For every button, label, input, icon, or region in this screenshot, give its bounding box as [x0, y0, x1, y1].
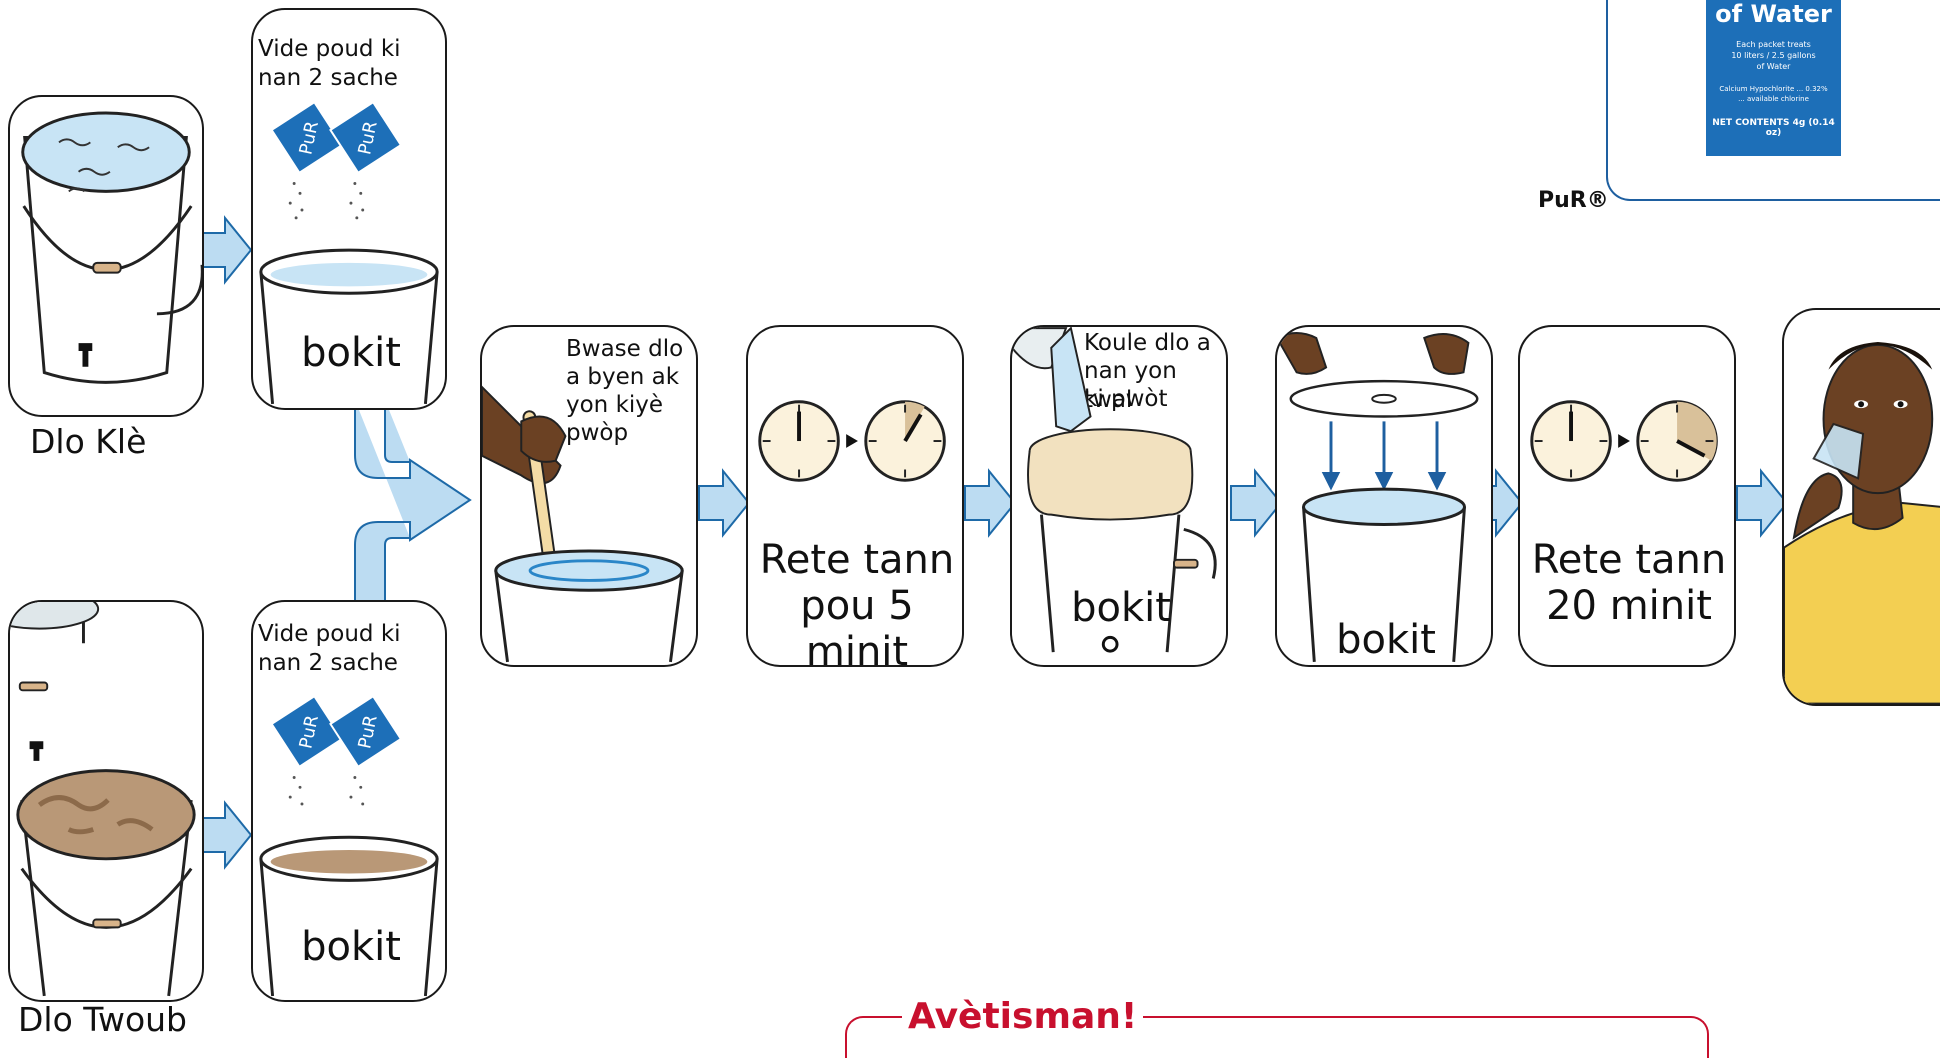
- pur-packet-title: of Water: [1706, 0, 1841, 28]
- pur-packet-image: of Water Each packet treats 10 liters / …: [1706, 0, 1841, 156]
- pur-packet-line: 10 liters / 2.5 gallons: [1706, 51, 1841, 60]
- clock-icon: [760, 402, 839, 481]
- wait-20-minutes-line: 20 minit: [1520, 583, 1736, 629]
- filter-cloth-panel: Koule dlo a nan yon twal ki pwòt bokit: [1010, 325, 1228, 667]
- bucket-label: bokit: [253, 924, 447, 970]
- add-powder-panel-top: Vide poud ki nan 2 sache PuR PuR bokit: [251, 8, 447, 410]
- warning-title: Avètisman!: [902, 996, 1143, 1037]
- turbid-water-bucket-panel: [8, 600, 204, 1002]
- pur-packet-line: Calcium Hypochlorite ... 0.32%: [1706, 85, 1841, 93]
- arrow-right-icon: [199, 800, 254, 870]
- arrow-right-icon: [199, 215, 254, 285]
- pur-packet-net: NET CONTENTS 4g (0.14 oz): [1706, 118, 1841, 138]
- bucket-label: bokit: [1012, 585, 1228, 631]
- pur-packet-line: of Water: [1706, 62, 1841, 71]
- clear-bucket-illustration: [10, 97, 202, 415]
- wait-5-minutes-line: Rete tann: [748, 537, 964, 583]
- cover-bucket-panel: bokit: [1275, 325, 1493, 667]
- arrow-right-icon: [697, 468, 752, 538]
- bucket-label: bokit: [253, 330, 447, 376]
- turbid-bucket-illustration: [10, 602, 202, 1000]
- wait-20-minutes-line: Rete tann: [1520, 537, 1736, 583]
- person-drinking-illustration: [1784, 310, 1940, 704]
- bucket-label: bokit: [1277, 617, 1493, 663]
- clock-icon: [866, 402, 945, 481]
- clear-water-bucket-panel: [8, 95, 204, 417]
- drink-panel: [1782, 308, 1940, 706]
- pur-packet-line: ... available chlorine: [1706, 95, 1841, 103]
- add-powder-panel-bottom: Vide poud ki nan 2 sache PuR PuR bokit: [251, 600, 447, 1002]
- wait-20-minutes-panel: Rete tann 20 minit: [1518, 325, 1736, 667]
- pur-brand-label: PuR®: [1538, 188, 1609, 213]
- turbid-water-caption: Dlo Twoub: [18, 1000, 187, 1039]
- stir-illustration: [482, 327, 696, 665]
- clock-icon: [1532, 402, 1611, 481]
- clock-icon: [1638, 402, 1717, 481]
- clear-water-caption: Dlo Klè: [30, 422, 146, 461]
- wait-5-minutes-panel: Rete tann pou 5 minit: [746, 325, 964, 667]
- stir-panel: Bwase dlo a byen ak yon kiyè pwòp: [480, 325, 698, 667]
- cover-illustration: [1277, 327, 1491, 665]
- pur-packet-line: Each packet treats: [1706, 40, 1841, 49]
- wait-5-minutes-line: pou 5 minit: [748, 583, 964, 667]
